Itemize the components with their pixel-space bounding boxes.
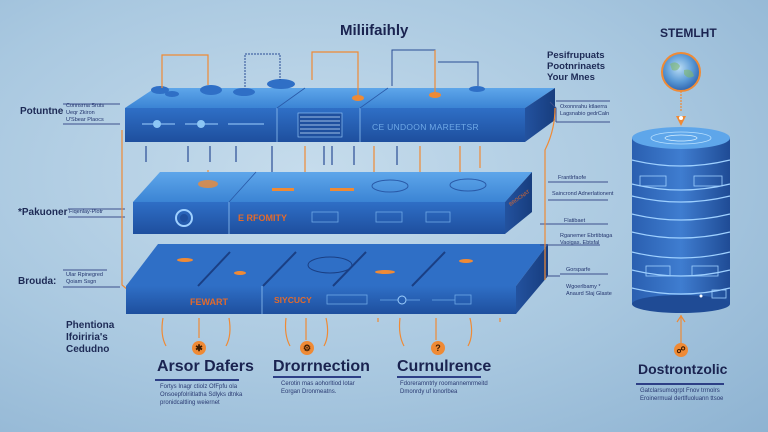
panel-4-title: Dostrontzolic (638, 361, 728, 377)
middle-layer-label: E RFOMITY (238, 213, 287, 223)
panel-3-title: Curnulrence (397, 358, 492, 375)
bottom-layer-label-2: SIYCUCY (274, 295, 312, 305)
right-note-1-title: Frantlrfaofe (558, 175, 587, 181)
panel-3-desc: Fdoreramntrly roomannemrmeitd Dmonrdy uf… (400, 380, 488, 396)
bottom-layer-label: FEWART (190, 297, 228, 307)
panel-2-desc: Cerotin mas aohorltiod lotar Eorgan Dron… (281, 380, 355, 396)
desc-line: Gatclarsumogrpt Fnov trrnolrs (640, 388, 720, 394)
note-line: Anaurd Slaj Glaste (566, 291, 612, 297)
left-note-3: Ular Rpinegred Qoiam Ssgn (66, 272, 103, 286)
middle-layer (133, 171, 532, 234)
note-line: Qoiam Ssgn (66, 279, 97, 285)
note-line: Vaoigas. Ebtsfal (560, 240, 600, 246)
bottom-layer (126, 244, 548, 314)
panel-1-divider (155, 379, 239, 381)
panel-4-desc: Gatclarsumogrpt Fnov trrnolrs Eroinermua… (640, 387, 723, 403)
panel-2-title: Drorrnection (273, 358, 370, 375)
left-label-4: Phentiona Ifoiriria's Cedudno (66, 320, 115, 355)
right-heading: Pesifrupuats Pootnrinaets Your Mnes (547, 50, 605, 83)
desc-line: Dmonrdy uf lonorlbea (400, 389, 458, 395)
note-line: Ueqr Zkiron (66, 110, 95, 116)
top-panel-text: CE UNDOON MAREETSR (372, 122, 479, 132)
left-label-1: Potuntne (20, 106, 64, 117)
panel-1-title: Arsor Dafers (157, 358, 254, 375)
note-line: Wgoerlbamy * (566, 284, 601, 290)
right-leader-lines (540, 100, 610, 277)
desc-line: Eorgan Dronmeatns. (281, 389, 337, 395)
panel-2-badge-icon: ⚙ (300, 341, 314, 355)
heading-line: Pesifrupuats (547, 50, 605, 61)
diagram-title: Miliifaihly (340, 22, 409, 39)
note-line: Connsrna Sruts (66, 103, 105, 109)
right-note-3-title: Gorsparfe (566, 267, 591, 273)
right-note-2-sub: Rganemer Ebrtibtaga Vaoigas. Ebtsfal (560, 233, 612, 247)
storage-cylinder-icon (631, 127, 731, 350)
left-note-1: Connsrna Sruts Ueqr Zkiron U'Sbear Plaoc… (66, 103, 104, 124)
left-leader-lines (63, 103, 125, 288)
top-layer (125, 49, 555, 142)
desc-line: Eroinermual dertlfuoluann ttsoe (640, 396, 724, 402)
right-note-2-title: Flatibaet (564, 218, 586, 224)
left-label-3: Brouda: (18, 276, 57, 287)
note-line: U'Sbear Plaocs (66, 117, 104, 123)
panel-3-badge-icon: ? (431, 341, 445, 355)
desc-line: Fdoreramntrly roomannemrmeitd (400, 381, 488, 387)
note-line: Rganemer Ebrtibtaga (560, 233, 613, 239)
right-note-1-sub: Saincrond Adnerlationent (552, 191, 614, 197)
note-line: Lagsnabio gedrCaln (560, 111, 610, 117)
desc-line: Fortys Inagr ctiolz OfFpfu ola (160, 384, 238, 390)
right-note-3-sub: Wgoerlbamy * Anaurd Slaj Glaste (566, 284, 612, 298)
panel-4-badge-icon: ☍ (674, 343, 688, 357)
left-label-2: *Pakuoner (18, 207, 68, 218)
left-note-2: Fiqenlay-Plotr (69, 209, 103, 215)
panel-4-divider (636, 383, 724, 385)
panel-3-divider (397, 376, 481, 378)
globe-icon (661, 52, 701, 126)
note-line: Oxonnrahu ktlaerra (560, 104, 608, 110)
panel-2-divider (273, 376, 361, 378)
heading-line: Your Mnes (547, 72, 595, 83)
storage-title: STEMLHT (660, 26, 717, 40)
desc-line: Onsoepfolriitlatha Sdlyks dtnka (160, 392, 243, 398)
right-note-top: Oxonnrahu ktlaerra Lagsnabio gedrCaln (560, 104, 609, 118)
panel-1-desc: Fortys Inagr ctiolz OfFpfu ola Onsoepfol… (160, 383, 242, 407)
panel-1-badge-icon: ✱ (192, 341, 206, 355)
heading-line: Pootnrinaets (547, 61, 606, 72)
desc-line: Cerotin mas aohorltiod lotar (281, 381, 355, 387)
desc-line: pronidcaltling weiernet (160, 400, 220, 406)
arrows-to-panels (161, 317, 501, 347)
note-line: Ular Rpinegred (66, 272, 103, 278)
